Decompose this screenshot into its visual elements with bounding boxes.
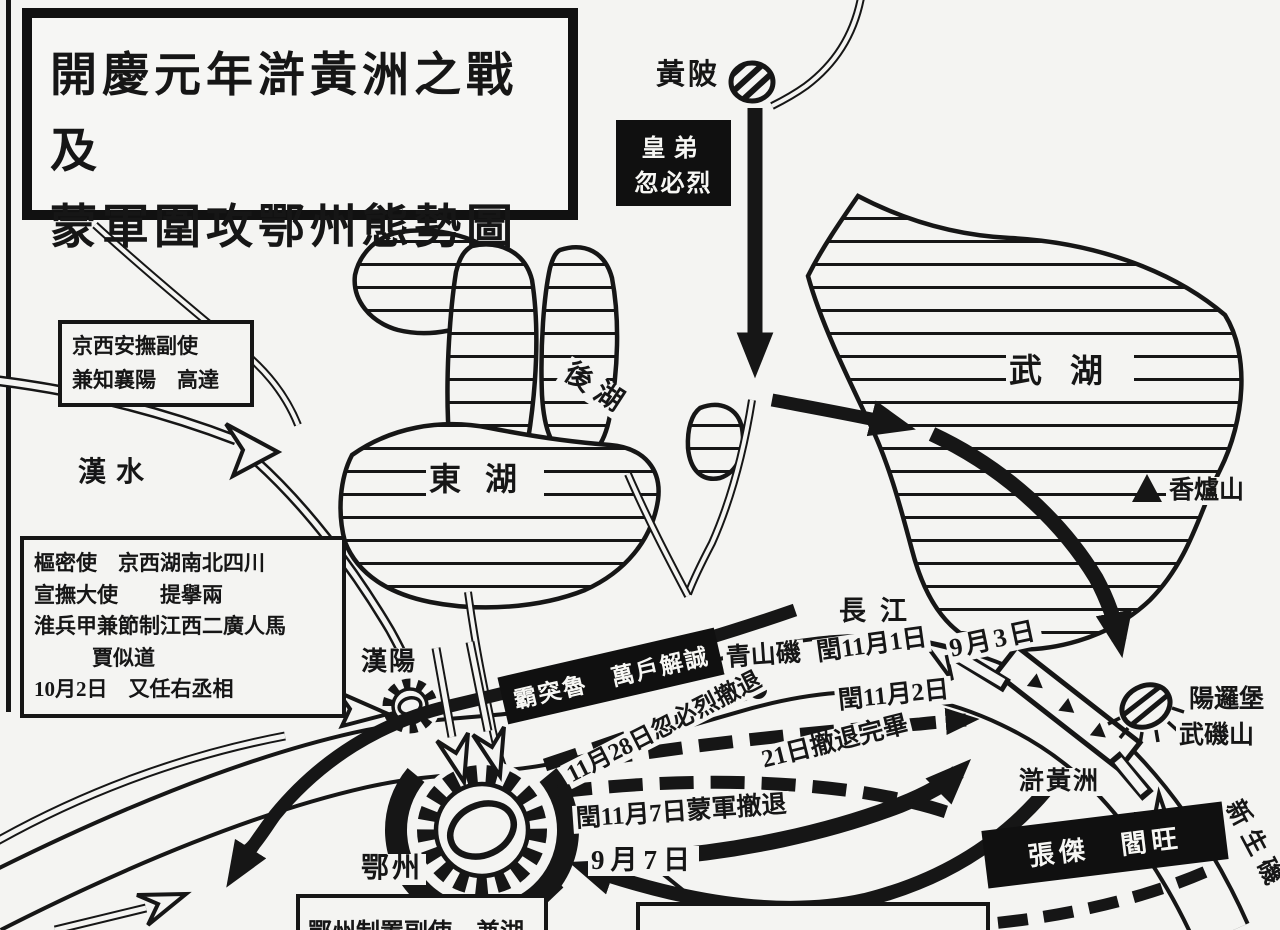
- jiasidao-line5: 10月2日 又任右丞相: [34, 677, 234, 701]
- yangluobao-fort-circle: [1107, 676, 1185, 745]
- huangpi-town-circle: [728, 60, 776, 104]
- ezhou-city-gear: [412, 760, 552, 900]
- jiasidao-line2: 宣撫大使 提擧兩: [34, 582, 223, 607]
- gaoda-line2: 兼知襄陽 高達: [72, 367, 219, 392]
- jiasidao-line1: 樞密使 京西湖南北四川: [34, 551, 265, 575]
- run11-7-route: [557, 775, 955, 821]
- shoreline-lines: [0, 731, 286, 845]
- place-xianglushan: 香爐山: [1166, 477, 1248, 505]
- xianglushan-mountain-triangle: [1132, 474, 1162, 502]
- jiasidao-line3: 淮兵甲兼節制江西二廣人馬: [34, 614, 286, 638]
- place-yangluobao: 陽邏堡: [1186, 686, 1268, 714]
- place-hanshui: 漢水: [78, 457, 155, 488]
- place-wujishan: 武磯山: [1176, 722, 1258, 750]
- lake-donghu-complex: [338, 228, 746, 610]
- place-huhuangzhou: 滸黃洲: [1016, 768, 1104, 796]
- place-hanyang: 漢陽: [358, 647, 421, 677]
- kublai-line1: 皇弟: [641, 136, 706, 162]
- place-huangpi: 黃陂: [656, 59, 721, 91]
- jiasidao-info-box: 樞密使 京西湖南北四川 宣撫大使 提擧兩 淮兵甲兼節制江西二廣人馬 賈似道 10…: [20, 536, 346, 718]
- kublai-line2: 忽必烈: [634, 171, 713, 197]
- zhangjie-yanwang-text: 張傑 閻旺: [1026, 823, 1184, 871]
- place-changjiang: 長江: [836, 596, 924, 627]
- date-sep7: 9月7日: [588, 845, 699, 876]
- kublai-force-label: 皇弟 忽必烈: [616, 120, 731, 206]
- bottom-left-partial-box: 鄂州制置副使 兼湖北: [296, 894, 548, 930]
- map-title-line2: 蒙軍圍攻鄂州態勢圖: [50, 202, 518, 255]
- map-border-left: [6, 0, 11, 712]
- run11-2-route: [596, 707, 980, 767]
- gaoda-info-box: 京西安撫副使 兼知襄陽 高達: [58, 320, 254, 408]
- place-wuhu: 武湖: [1006, 354, 1134, 391]
- bottom-left-partial-text: 鄂州制置副使 兼湖北: [308, 912, 536, 930]
- bottom-right-partial-box: [636, 902, 990, 930]
- south-bank-route: [911, 866, 1208, 930]
- place-donghu: 東湖: [426, 461, 545, 498]
- jiasidao-line4: 賈似道: [92, 645, 155, 670]
- retreat-east-arrow: [649, 758, 972, 866]
- wuhu-crossing-arrow: [928, 427, 1132, 659]
- map-title-box: 開慶元年滸黃洲之戰及 蒙軍圍攻鄂州態勢圖: [22, 8, 578, 254]
- map-title-line1: 開慶元年滸黃洲之戰及: [50, 50, 518, 179]
- place-ezhou: 鄂州: [358, 853, 427, 885]
- river-crossing-bridge: [992, 643, 1144, 773]
- junction-east-arrow: [770, 393, 916, 437]
- gaoda-line1: 京西安撫副使: [72, 334, 198, 358]
- place-qingshanji: 青山磯: [722, 639, 805, 673]
